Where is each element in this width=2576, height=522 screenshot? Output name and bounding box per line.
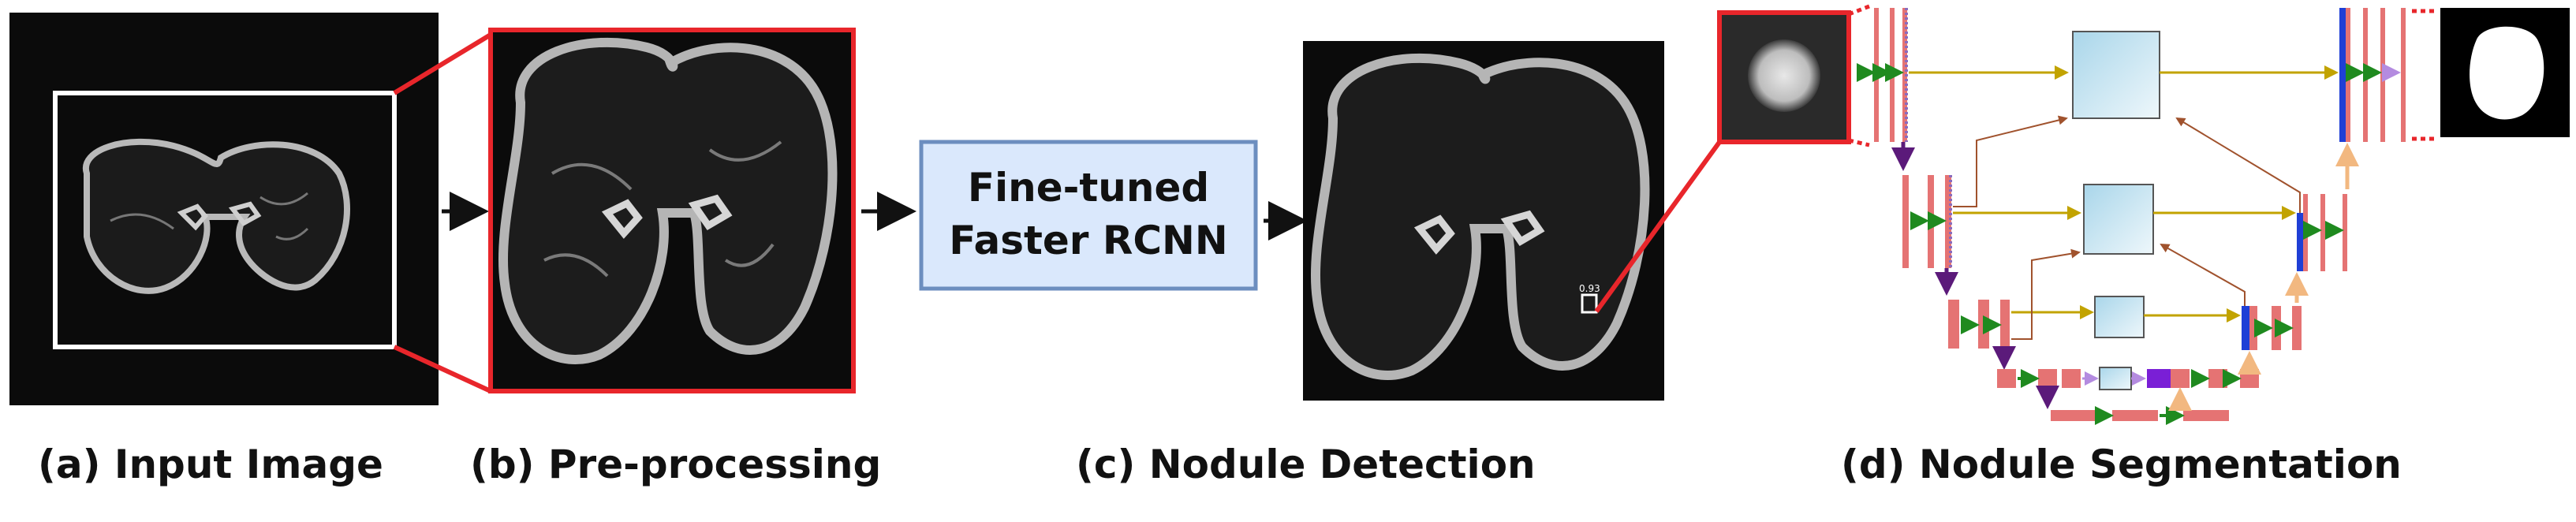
unet-conv-block bbox=[1997, 369, 2016, 388]
unet-conv-block bbox=[2320, 194, 2325, 271]
unet-bottleneck-block bbox=[2051, 410, 2095, 421]
zoom-line-bottom bbox=[393, 345, 492, 393]
nodule-patch bbox=[1717, 10, 1851, 144]
unet-conv-block bbox=[1948, 300, 1959, 349]
unet-gating-line bbox=[2175, 117, 2301, 213]
unet-attention-gate bbox=[2083, 184, 2154, 255]
unet-gating-line bbox=[2011, 248, 2081, 340]
unet-conv-block bbox=[1890, 8, 1895, 142]
unet-conv-block bbox=[2000, 300, 2010, 349]
zoom-dotted-bottom bbox=[1848, 138, 1870, 147]
zoom-line-c-to-d bbox=[1594, 134, 1727, 313]
unet-conv-block bbox=[1874, 8, 1879, 142]
unet-gating-line bbox=[2160, 244, 2246, 306]
unet-bottleneck-concat bbox=[2147, 369, 2171, 388]
unet-conv-block bbox=[2062, 369, 2081, 388]
faster-rcnn-box: Fine-tuned Faster RCNN bbox=[919, 140, 1258, 291]
unet-bottleneck-block bbox=[2183, 410, 2229, 421]
zoom-line-top bbox=[393, 32, 492, 95]
unet-conv-block bbox=[2401, 8, 2406, 142]
unet-conv-block bbox=[2038, 369, 2057, 388]
unet-conv-block bbox=[2292, 306, 2302, 350]
unet-conv-block bbox=[2343, 194, 2347, 271]
unet-concat-block bbox=[2339, 8, 2346, 142]
unet-diagram bbox=[1857, 8, 2436, 425]
preprocessed-lung-silhouette bbox=[498, 37, 838, 364]
unet-conv-block bbox=[1902, 175, 1909, 268]
unet-attention-gate bbox=[2094, 296, 2145, 338]
label-nodule-segmentation: (d) Nodule Segmentation bbox=[1841, 442, 2402, 487]
unet-attention-gate bbox=[2072, 31, 2160, 119]
unet-conv-block bbox=[2249, 306, 2257, 350]
model-box-line2: Faster RCNN bbox=[949, 218, 1228, 263]
label-preprocessing: (b) Pre-processing bbox=[470, 442, 882, 487]
zoom-dotted-top bbox=[1848, 4, 1870, 17]
unet-attention-gate bbox=[2099, 367, 2132, 390]
unet-conv-block bbox=[2346, 8, 2350, 142]
unet-conv-block bbox=[2208, 369, 2227, 388]
unet-conv-block bbox=[2380, 8, 2385, 142]
input-lung-silhouette bbox=[82, 138, 350, 294]
preprocessed-image bbox=[488, 28, 856, 393]
detection-image: 0.93 bbox=[1303, 41, 1664, 401]
unet-conv-block bbox=[2363, 8, 2368, 142]
unet-concat-block bbox=[2297, 213, 2303, 271]
unet-conv-block bbox=[2303, 194, 2308, 271]
unet-conv-block bbox=[1928, 175, 1934, 268]
model-box-line1: Fine-tuned bbox=[968, 165, 1209, 211]
unet-bottleneck-block bbox=[2112, 410, 2158, 421]
crop-roi-box bbox=[53, 91, 397, 349]
detection-lung-silhouette bbox=[1310, 53, 1650, 380]
unet-conv-block bbox=[1945, 175, 1951, 268]
input-ct-image bbox=[9, 13, 439, 405]
unet-conv-block bbox=[2240, 369, 2259, 388]
segmentation-mask bbox=[2440, 8, 2570, 137]
label-nodule-detection: (c) Nodule Detection bbox=[1076, 442, 1536, 487]
detection-score: 0.93 bbox=[1579, 283, 1600, 294]
unet-conv-block bbox=[1978, 300, 1989, 349]
label-input-image: (a) Input Image bbox=[38, 442, 383, 487]
unet-gating-line bbox=[1953, 115, 2068, 207]
unet-concat-block bbox=[2242, 306, 2249, 350]
unet-conv-block bbox=[2272, 306, 2281, 350]
unet-conv-block bbox=[2171, 369, 2190, 388]
detection-bounding-box bbox=[1581, 293, 1598, 314]
